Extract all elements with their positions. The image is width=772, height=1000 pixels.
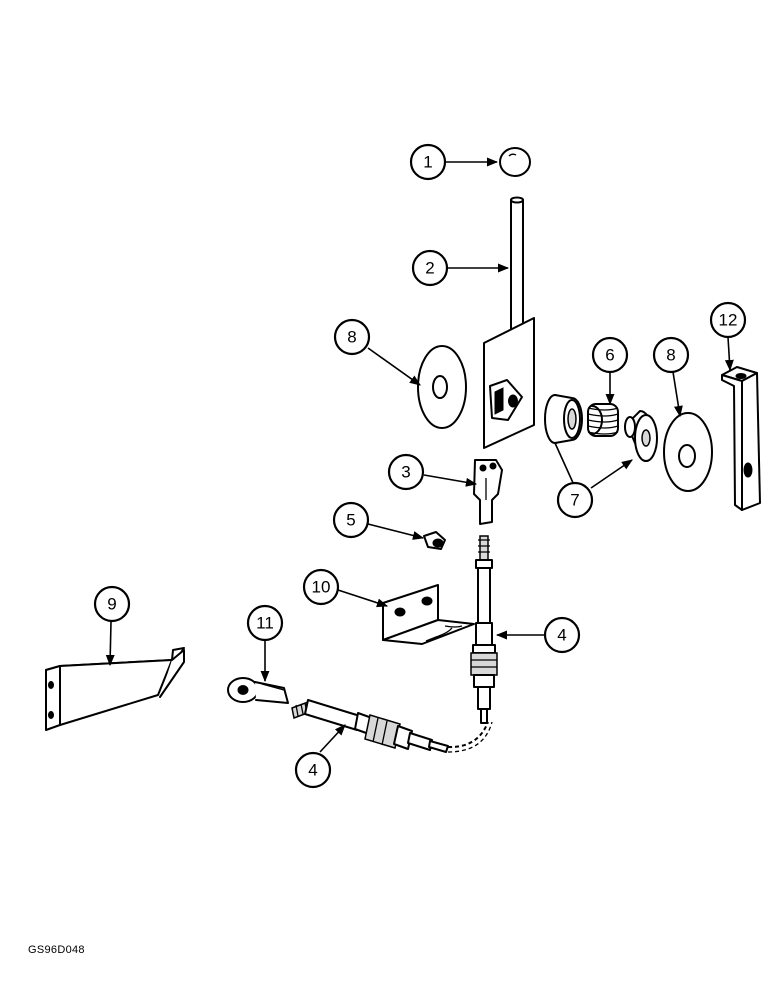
- callout-11: 11: [246, 604, 284, 642]
- callout-2: 2: [411, 249, 449, 287]
- drawing-code: GS96D048: [28, 944, 85, 956]
- callout-4-right: 4: [543, 616, 581, 654]
- svg-text:1: 1: [423, 153, 432, 172]
- svg-text:3: 3: [401, 463, 410, 482]
- svg-text:9: 9: [107, 595, 116, 614]
- svg-text:2: 2: [425, 259, 434, 278]
- part-lever: [483, 196, 535, 449]
- callout-9: 9: [93, 585, 131, 623]
- callout-3: 3: [387, 453, 425, 491]
- svg-text:8: 8: [666, 346, 675, 365]
- svg-text:4: 4: [557, 626, 566, 645]
- callout-6: 6: [591, 336, 629, 374]
- part-clevis: [473, 459, 503, 525]
- part-cable-horizontal: [291, 699, 493, 753]
- part-bracket-slotted: [382, 584, 475, 645]
- svg-text:5: 5: [346, 511, 355, 530]
- part-cable-vertical: [470, 535, 498, 724]
- part-bushing-right: [624, 410, 658, 462]
- callout-8-right: 8: [652, 336, 690, 374]
- svg-text:10: 10: [312, 578, 331, 597]
- callout-8-left: 8: [333, 318, 371, 356]
- part-washer-left: [417, 345, 467, 429]
- callout-5: 5: [332, 501, 370, 539]
- svg-text:7: 7: [570, 491, 579, 510]
- svg-text:4: 4: [308, 761, 317, 780]
- svg-text:12: 12: [719, 311, 738, 330]
- part-washer-right: [663, 412, 713, 492]
- callout-10: 10: [302, 568, 340, 606]
- svg-text:8: 8: [347, 328, 356, 347]
- part-knob: [499, 147, 531, 177]
- callout-1: 1: [409, 143, 447, 181]
- part-bracket-tall: [721, 366, 761, 511]
- part-bushing-left: [544, 394, 583, 444]
- part-clip: [423, 531, 446, 550]
- part-spring: [587, 403, 619, 437]
- leader-lines: [105, 157, 734, 753]
- part-rod-end: [227, 677, 289, 704]
- svg-text:11: 11: [256, 614, 274, 633]
- part-bracket-mount: [45, 647, 185, 731]
- svg-text:6: 6: [605, 346, 614, 365]
- callout-12: 12: [709, 301, 747, 339]
- callout-7: 7: [556, 481, 594, 519]
- callout-4-bottom: 4: [294, 751, 332, 789]
